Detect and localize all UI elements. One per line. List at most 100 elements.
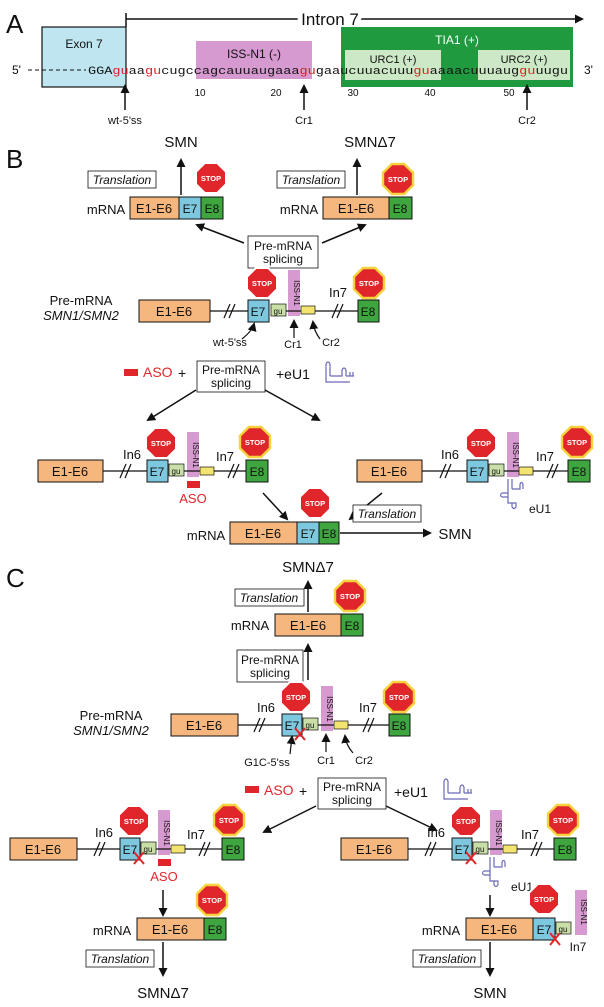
stop-label: STOP <box>151 439 171 448</box>
panel-b: B SMN Translation SMNΔ7 Translation mRNA… <box>6 134 594 545</box>
mrna-label: mRNA <box>87 202 126 217</box>
stop-label: STOP <box>553 816 573 825</box>
exon-e1e6-label: E1-E6 <box>25 842 61 857</box>
sequence-segment: gu <box>112 66 128 78</box>
in7-label: In7 <box>187 827 205 842</box>
translation-label: Translation <box>358 507 417 521</box>
exon-e1e6-label: E1-E6 <box>481 922 517 937</box>
sequence-segment: gu <box>519 66 535 78</box>
translation-box <box>87 170 157 189</box>
cr2-label: Cr2 <box>355 755 373 767</box>
smnd7-product-c: SMNΔ7 <box>282 559 334 576</box>
panel-c-label: C <box>6 563 25 593</box>
exon-e8-label: E8 <box>361 305 376 319</box>
translation-label: Translation <box>282 173 341 187</box>
urc1-label: URC1 (+) <box>370 54 417 66</box>
five-prime-label: 5' <box>12 63 21 77</box>
gu-label: gu <box>274 307 283 316</box>
splicing-box <box>317 777 387 810</box>
intron-label: Intron 7 <box>301 10 359 29</box>
iss-n1-label: ISS-N1 (-) <box>227 47 281 61</box>
position-ticks: 10 20 30 40 50 <box>194 88 515 99</box>
tia1-label: TIA1 (+) <box>435 33 479 47</box>
splicing-label-2: splicing <box>250 666 290 680</box>
translation-box <box>352 504 422 523</box>
exon-e1e6-label: E1-E6 <box>356 842 392 857</box>
in7-label: In7 <box>329 285 347 300</box>
exon-e8-label: E8 <box>572 465 587 479</box>
premrna-label: Pre-mRNA <box>50 293 113 308</box>
mutation-x-icon <box>133 851 145 865</box>
gu-label: gu <box>476 845 485 854</box>
exon-e8-label: E8 <box>558 843 573 857</box>
plus-label: + <box>299 783 307 799</box>
splicing-box <box>196 360 266 393</box>
iss-n1-label: ISS-N1 <box>494 820 503 846</box>
stop-label: STOP <box>456 817 476 826</box>
exon-e7-label: E7 <box>183 202 198 216</box>
eu1-plus-label: +eU1 <box>276 366 310 382</box>
mutation-x-icon <box>465 851 477 865</box>
exon-e7-label: E7 <box>470 465 485 479</box>
panel-c: C SMNΔ7 Translation mRNA E1-E6 E8 STOP P… <box>6 559 588 1002</box>
sequence-segment: ucuuacuuu <box>340 66 413 78</box>
exon-e8 <box>553 837 577 861</box>
exon-e7 <box>146 459 169 483</box>
wt-5ss-label: wt-5'ss <box>107 115 142 127</box>
stop-label: STOP <box>389 693 409 702</box>
eu1-rna-icon <box>325 361 354 383</box>
stop-label: STOP <box>340 592 360 601</box>
in7-label: In7 <box>359 700 377 715</box>
sequence-segment: GGA <box>88 66 113 78</box>
in6-label: In6 <box>427 825 445 840</box>
eu1-rna-icon <box>499 479 524 510</box>
tick-10: 10 <box>194 88 206 99</box>
urc2-label: URC2 (+) <box>501 54 548 66</box>
cr2-label: Cr2 <box>322 337 340 349</box>
tick-40: 40 <box>424 88 436 99</box>
exon-e8 <box>203 917 227 941</box>
exon-e8-label: E8 <box>392 719 407 733</box>
stop-label: STOP <box>252 279 272 288</box>
stop-label: STOP <box>219 816 239 825</box>
aso-label: ASO <box>150 869 177 884</box>
stop-label: STOP <box>471 439 491 448</box>
exon-e7-label: E7 <box>301 527 316 541</box>
iss-n1-label: ISS-N1 <box>191 442 200 468</box>
cr-box <box>170 844 186 854</box>
aso-block <box>124 369 138 376</box>
cr-box <box>502 844 518 854</box>
mutation-x-icon <box>549 932 561 946</box>
exon-e8 <box>567 459 591 483</box>
mrna-label: mRNA <box>422 923 461 938</box>
aso-label: ASO <box>264 782 294 798</box>
eu1-plus-label: +eU1 <box>394 784 428 800</box>
exon-e7-label: E7 <box>455 843 470 857</box>
cr1-label: Cr1 <box>317 755 335 767</box>
gu-label: gu <box>306 721 315 730</box>
exon-e1e6-label: E1-E6 <box>52 464 88 479</box>
eu1-rna-icon <box>481 857 506 888</box>
stop-label: STOP <box>201 174 221 183</box>
urc1-box <box>345 50 441 80</box>
sequence-segment: gaa <box>316 66 340 78</box>
g1c-5ss-label: G1C-5'ss <box>244 757 290 769</box>
gu-box <box>488 463 505 477</box>
sequence-segment: uugu <box>535 66 568 78</box>
splicing-label-1: Pre-mRNA <box>241 653 299 667</box>
exon-e7 <box>466 459 489 483</box>
sequence-segment: aa <box>129 66 145 78</box>
exon-e8 <box>357 299 380 323</box>
stop-label: STOP <box>286 693 306 702</box>
in6-label: In6 <box>123 447 141 462</box>
iss-n1-bar <box>321 686 333 731</box>
splicing-label-2: splicing <box>332 793 372 807</box>
iss-n1-bar <box>187 432 199 477</box>
stop-label: STOP <box>567 438 587 447</box>
smn12-label: SMN1/SMN2 <box>43 308 120 323</box>
exon-e8 <box>318 521 340 545</box>
iss-n1-bar <box>575 890 587 935</box>
splicing-label-2: splicing <box>263 252 303 266</box>
translation-box <box>234 588 305 607</box>
